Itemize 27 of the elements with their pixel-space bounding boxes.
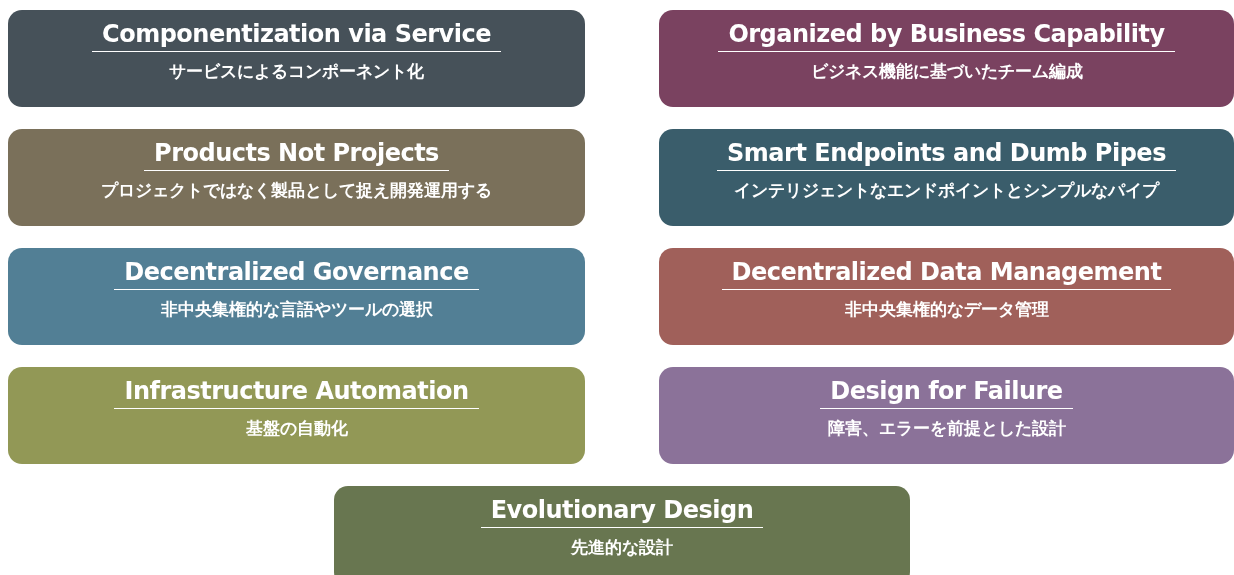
card-subtitle: 基盤の自動化 bbox=[245, 417, 348, 440]
card-subtitle: インテリジェントなエンドポイントとシンプルなパイプ bbox=[734, 179, 1159, 202]
principle-card bbox=[659, 129, 1234, 226]
card-heading: Products Not Projects bbox=[144, 139, 449, 171]
card-subtitle: サービスによるコンポーネント化 bbox=[169, 60, 424, 83]
card-subtitle: 先進的な設計 bbox=[571, 536, 673, 559]
card-subtitle: 非中央集権的なデータ管理 bbox=[844, 298, 1049, 321]
card-subtitle: 非中央集権的な言語やツールの選択 bbox=[160, 298, 433, 321]
principle-card bbox=[8, 367, 585, 464]
card-subtitle: プロジェクトではなく製品として捉え開発運用する bbox=[101, 179, 492, 202]
card-heading: Organized by Business Capability bbox=[718, 20, 1175, 52]
card-heading: Decentralized Data Management bbox=[721, 258, 1172, 290]
principle-card bbox=[659, 10, 1234, 107]
card-heading: Smart Endpoints and Dumb Pipes bbox=[717, 139, 1176, 171]
principle-card bbox=[8, 248, 585, 345]
card-heading: Design for Failure bbox=[820, 377, 1073, 409]
card-heading: Infrastructure Automation bbox=[114, 377, 479, 409]
card-subtitle: 障害、エラーを前提とした設計 bbox=[827, 417, 1066, 440]
principle-card bbox=[8, 129, 585, 226]
card-heading: Decentralized Governance bbox=[114, 258, 479, 290]
card-subtitle: ビジネス機能に基づいたチーム編成 bbox=[810, 60, 1083, 83]
card-heading: Evolutionary Design bbox=[480, 496, 764, 528]
principle-card bbox=[659, 248, 1234, 345]
principle-card bbox=[8, 10, 585, 107]
principle-card bbox=[659, 367, 1234, 464]
principle-card bbox=[334, 486, 910, 575]
card-heading: Componentization via Service bbox=[92, 20, 501, 52]
